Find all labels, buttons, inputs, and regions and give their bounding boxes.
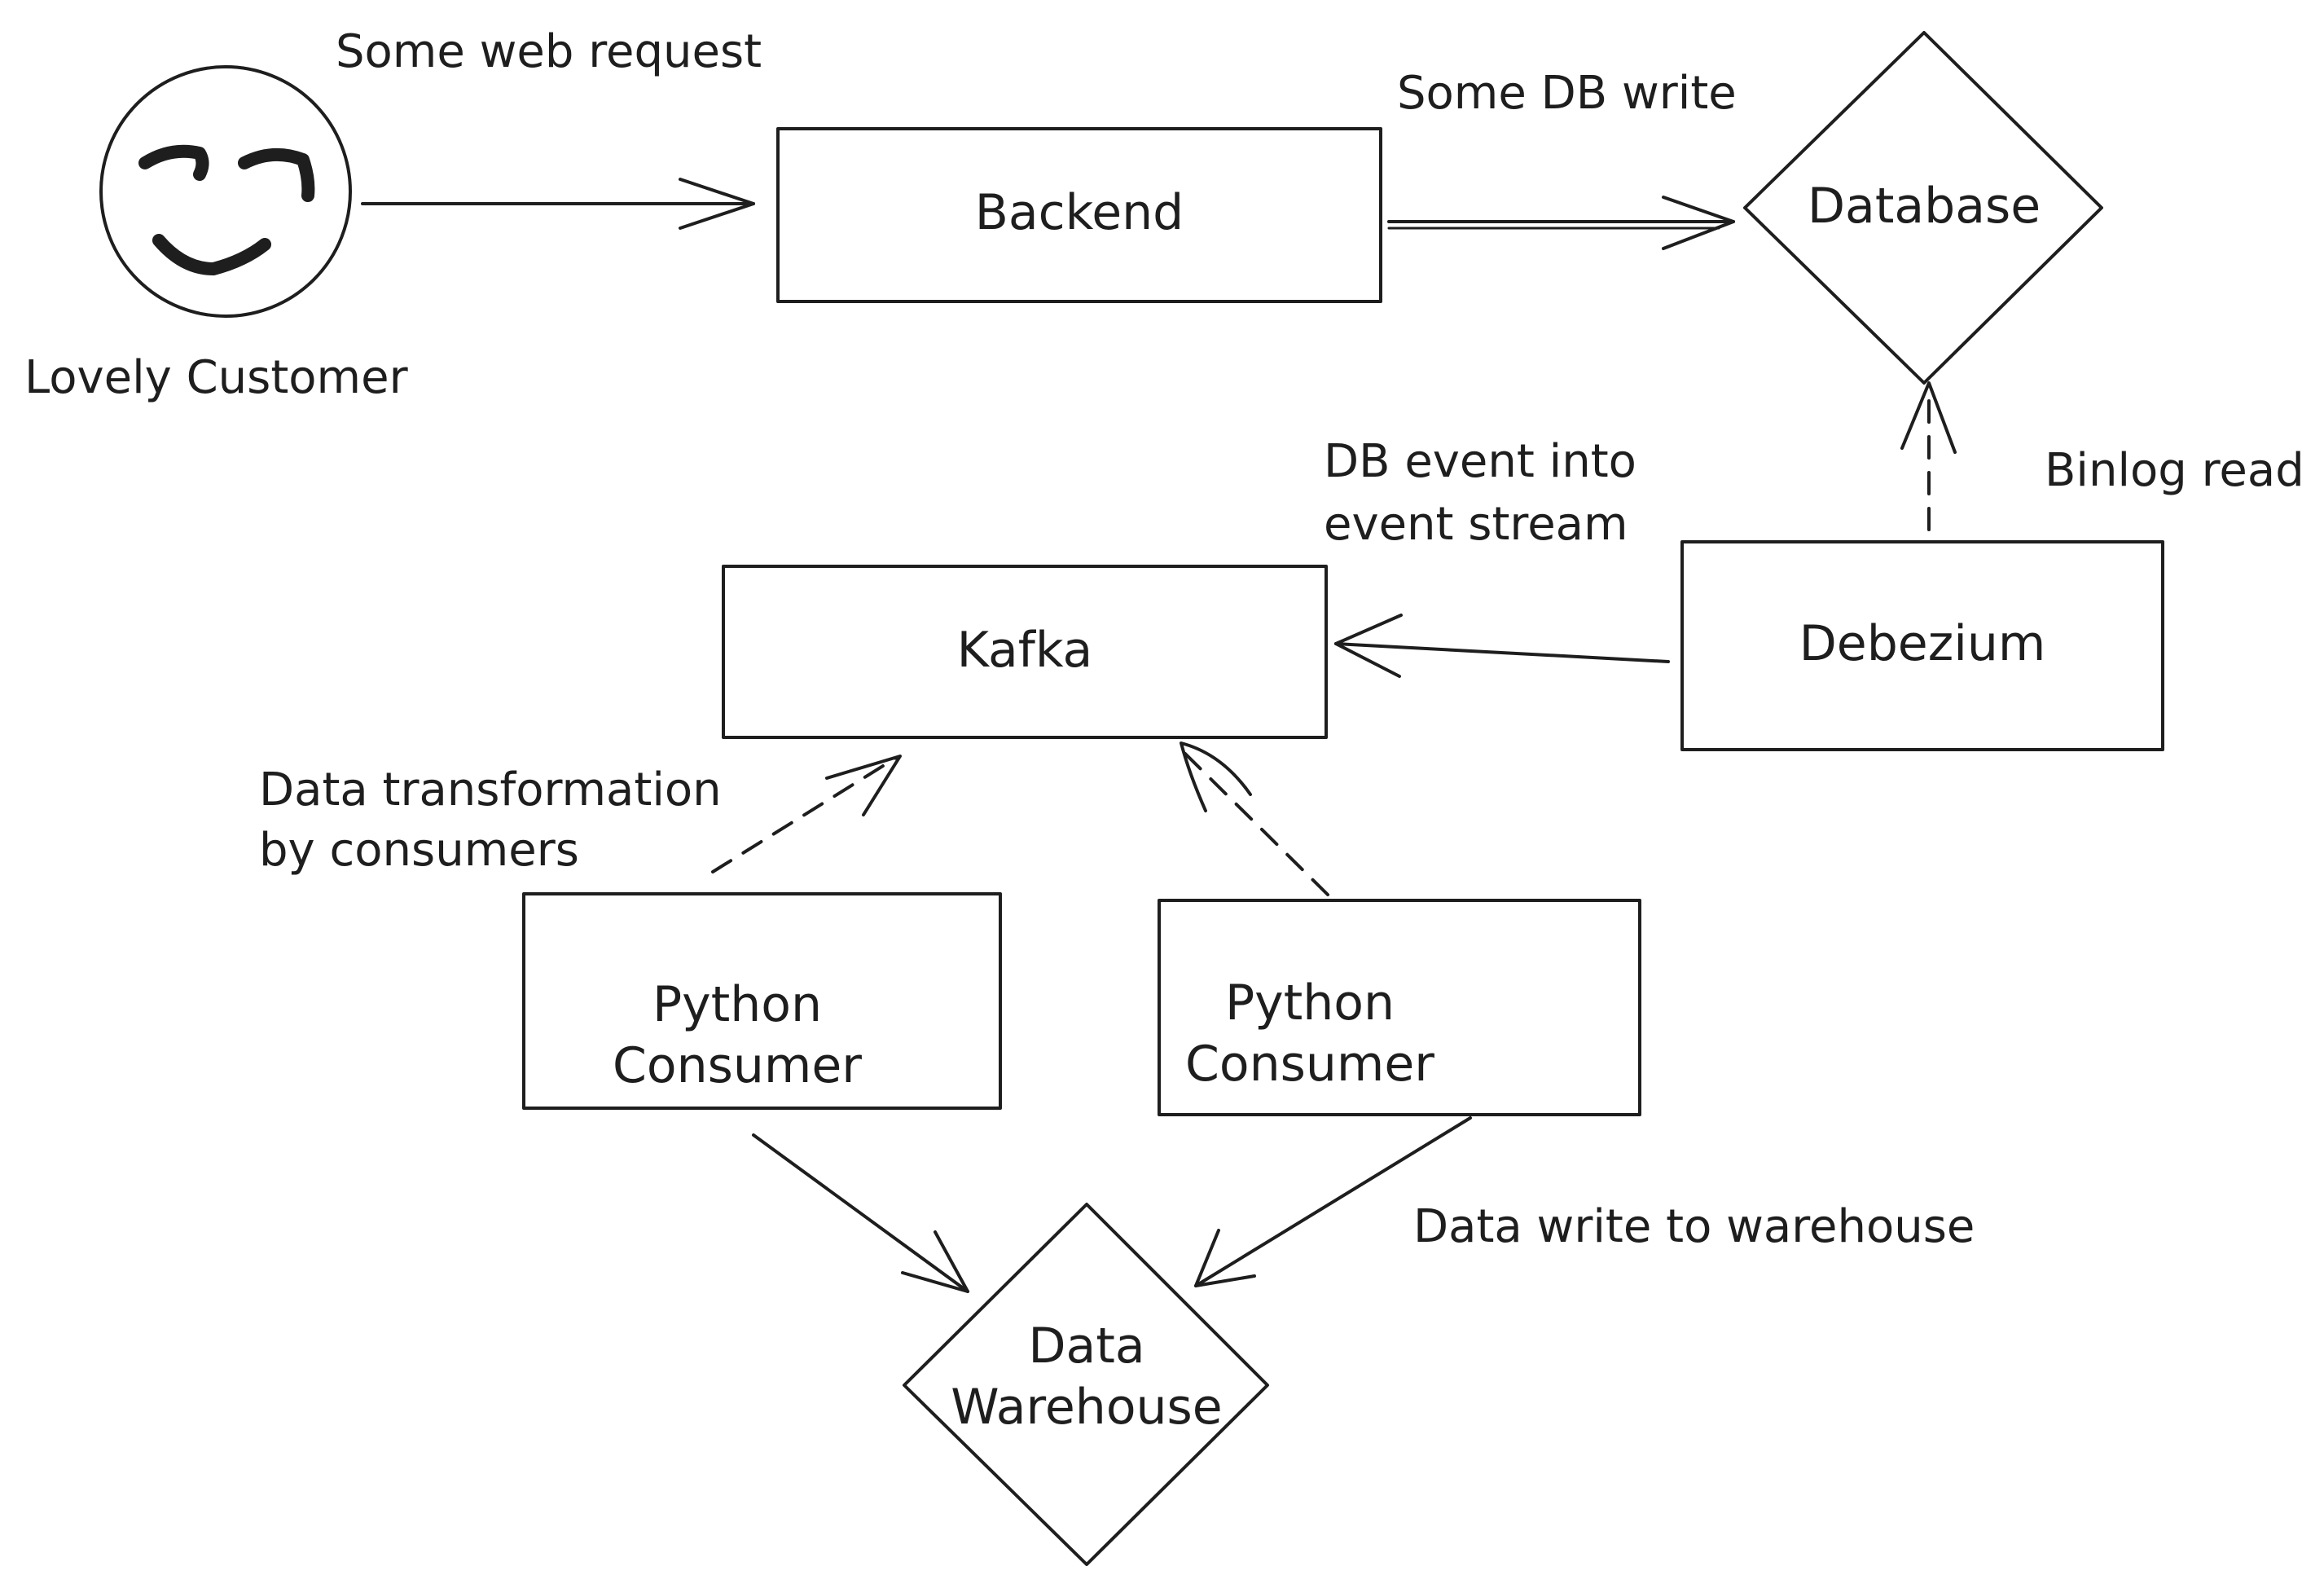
- label-db-event-line2: event stream: [1324, 498, 1628, 551]
- data-warehouse-label-line2: Warehouse: [951, 1379, 1222, 1436]
- python-consumer-right-label: Python: [1225, 975, 1395, 1032]
- arrow-backend-to-database: [1387, 196, 1735, 250]
- python-consumer-left-label-line2: Consumer: [613, 1037, 862, 1094]
- smiley-face-icon: [138, 144, 315, 275]
- debezium-box: [1680, 540, 2164, 751]
- backend-box: [776, 127, 1382, 303]
- customer-node[interactable]: [99, 65, 352, 318]
- debezium-node[interactable]: Debezium: [1680, 540, 2164, 751]
- customer-label: Lovely Customer: [24, 351, 409, 404]
- arrow-consumer-right-to-warehouse: [1194, 1116, 1472, 1287]
- data-warehouse-diamond: [903, 1203, 1269, 1566]
- label-transformation-line2: by consumers: [259, 824, 579, 877]
- arrow-consumer-left-to-kafka: [711, 755, 902, 873]
- arrow-consumer-left-to-warehouse: [752, 1133, 969, 1293]
- python-consumer-left-label: Python: [652, 976, 822, 1033]
- label-warehouse-write: Data write to warehouse: [1413, 1200, 1975, 1253]
- label-db-write: Some DB write: [1397, 67, 1737, 120]
- python-consumer-right-label-line2: Consumer: [1185, 1036, 1434, 1093]
- label-binlog-read: Binlog read: [2045, 444, 2304, 497]
- database-diamond: [1743, 31, 2103, 385]
- database-node[interactable]: Database: [1743, 31, 2103, 385]
- kafka-label: Kafka: [957, 622, 1093, 679]
- arrow-customer-to-backend: [361, 178, 755, 230]
- arrow-debezium-to-database: [1900, 381, 1957, 531]
- database-label: Database: [1808, 178, 2041, 235]
- label-transformation: Data transformation: [259, 763, 722, 816]
- data-warehouse-node[interactable]: Data Warehouse: [903, 1203, 1269, 1566]
- python-consumer-left-node[interactable]: Python Consumer: [522, 892, 1002, 1110]
- arrow-consumer-right-to-kafka: [1180, 741, 1329, 896]
- python-consumer-left-box: [522, 892, 1002, 1110]
- kafka-box: [722, 565, 1328, 739]
- backend-label: Backend: [975, 184, 1184, 241]
- python-consumer-right-box: [1158, 899, 1641, 1116]
- kafka-node[interactable]: Kafka: [722, 565, 1328, 739]
- customer-circle: [99, 65, 352, 318]
- label-db-event: DB event into: [1324, 435, 1636, 488]
- label-web-request: Some web request: [336, 25, 762, 78]
- arrow-debezium-to-kafka: [1334, 614, 1670, 678]
- python-consumer-right-node[interactable]: Python Consumer: [1158, 899, 1641, 1116]
- backend-node[interactable]: Backend: [776, 127, 1382, 303]
- debezium-label: Debezium: [1799, 615, 2046, 672]
- data-warehouse-label: Data: [1028, 1318, 1144, 1375]
